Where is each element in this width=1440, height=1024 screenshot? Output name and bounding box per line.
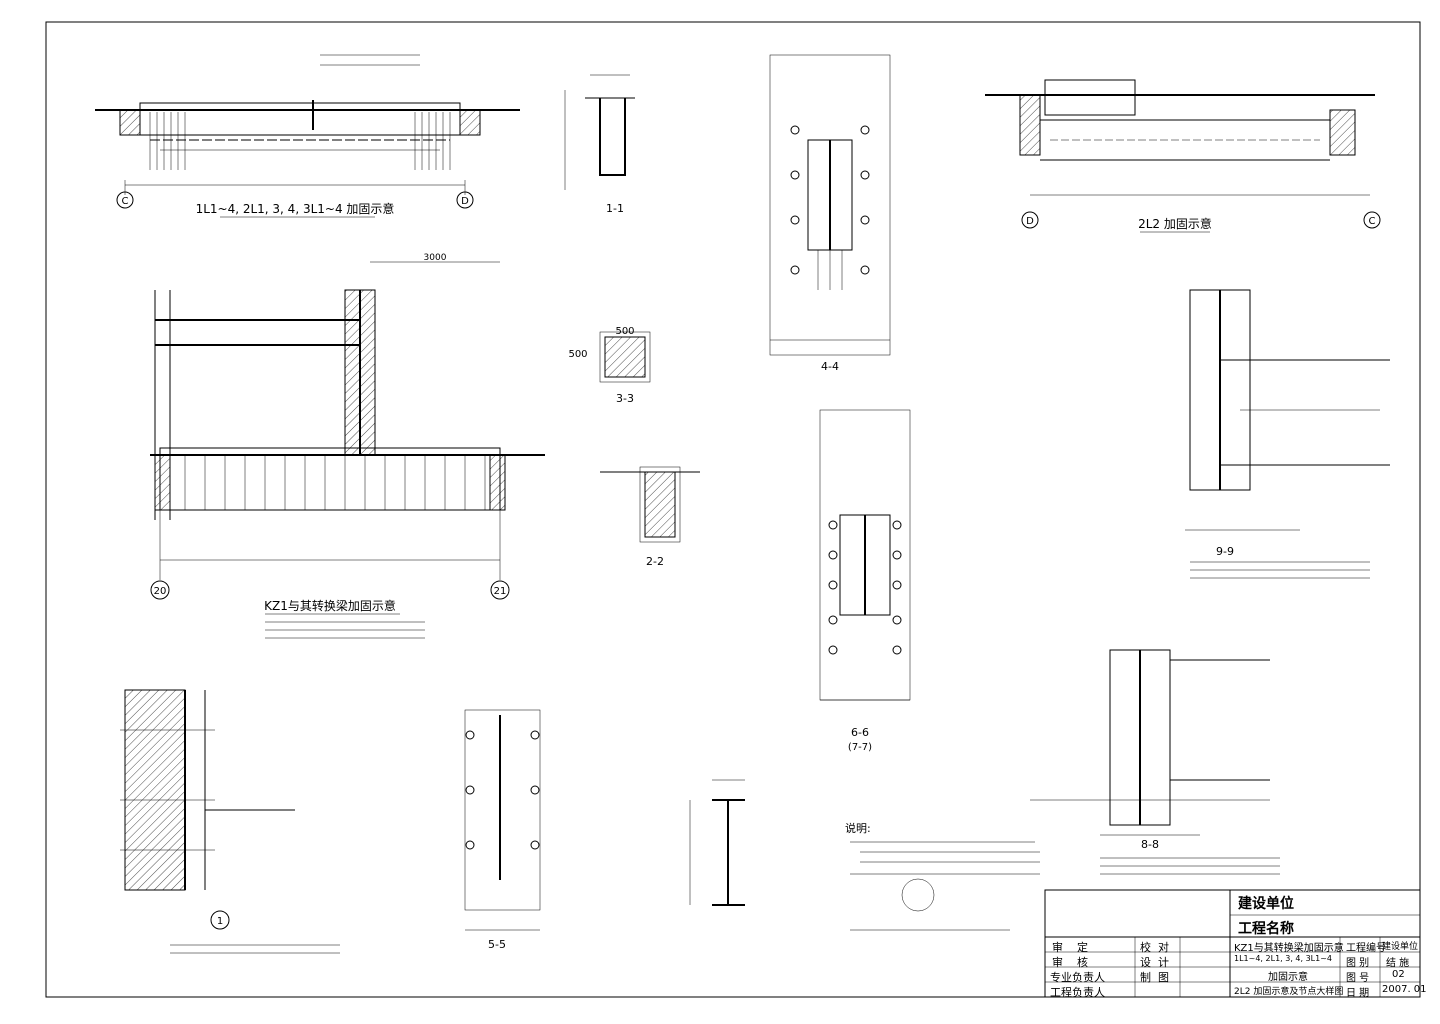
tb-client-unit: 建设单位 [1238,896,1294,912]
tb-r2d: 计 [1158,956,1169,969]
axis-d2-label: D [1026,216,1034,227]
kz1-title: KZ1与其转换梁加固示意 [264,598,396,613]
section-6-sub: (7-7) [848,742,872,753]
tb-sheet-type-value: 结 施 [1386,958,1410,969]
detail-1-label: 1 [217,916,223,927]
tb-r2a: 审 [1052,956,1063,969]
section-9-title: 9-9 [1216,545,1234,558]
tb-r1d: 对 [1158,941,1169,954]
beam-plan-1L: C D 1L1~4, 2L1, 3, 4, 3L1~4 加固示意 [95,54,520,218]
tb-project-name: 工程名称 [1238,921,1294,937]
tb-sheet-type-label: 图 别 [1346,958,1370,969]
tb-drawing-title-3: 加固示意 [1268,972,1308,983]
tb-r3d: 图 [1158,971,1169,984]
axis-21-label: 21 [494,586,507,597]
tb-row-2: 审 核 [1052,954,1088,970]
section-2-title: 2-2 [646,555,664,568]
tb-r3c: 制 [1140,971,1151,984]
section-5-title: 5-5 [488,938,506,951]
tb-r4a: 工程负责人 [1050,986,1105,999]
section-8-8: 8-8 [1030,649,1280,875]
title-block [1044,889,1421,998]
i-section-detail [689,779,745,906]
section-1-1: 1-1 [564,74,635,215]
tb-r2b: 核 [1077,956,1088,969]
detail-1: 1 [120,689,340,954]
2l2-title: 2L2 加固示意 [1138,216,1212,231]
s3-dim-h: 500 [568,349,587,360]
tb-row-1-right: 校 对 [1140,939,1169,955]
section-3-3: 500 500 3-3 [568,326,651,405]
tb-drawing-title-1: KZ1与其转换梁加固示意 [1234,943,1344,954]
section-3-title: 3-3 [616,392,634,405]
sheet-border [45,21,1421,998]
tb-drawing-title-2: 1L1~4, 2L1, 3, 4, 3L1~4 [1234,954,1333,963]
s3-dim-w: 500 [615,326,634,337]
beam-plan-2L2: D C 2L2 加固示意 [985,79,1381,233]
axis-c-label: C [122,196,129,207]
beam-plan-title: 1L1~4, 2L1, 3, 4, 3L1~4 加固示意 [196,201,395,216]
axis-d-label: D [461,196,469,207]
tb-r3a: 专业负责人 [1050,971,1105,984]
tb-project-no-label: 工程编号 [1346,943,1386,954]
tb-row-3-right: 制 图 [1140,969,1169,985]
section-6-title: 6-6 [851,726,869,739]
notes-title: 说明: [845,821,871,835]
axis-c2-label: C [1369,216,1376,227]
tb-date-label: 日 期 [1346,988,1370,999]
tb-r2c: 设 [1140,956,1151,969]
axis-20-label: 20 [154,586,167,597]
tb-r1c: 校 [1140,941,1151,954]
tb-client-short: 建设单位 [1382,942,1419,952]
section-5-5: 5-5 [464,709,541,951]
kz1-dim-top: 3000 [424,253,447,263]
section-8-title: 8-8 [1141,838,1159,851]
tb-date-value: 2007. 01 [1382,984,1427,995]
kz1-elevation: 3000 20 21 KZ1与其转换梁加固示意 [150,253,545,639]
tb-row-1: 审 定 [1052,939,1088,955]
notes: 说明: [845,821,1040,931]
section-9-9: 9-9 [1185,289,1390,579]
tb-r1a: 审 [1052,941,1063,954]
section-4-4: 4-4 [769,54,891,373]
section-4-title: 4-4 [821,360,839,373]
tb-row-2-right: 设 计 [1140,954,1169,970]
section-1-title: 1-1 [606,202,624,215]
tb-sheet-no-value: 02 [1392,969,1405,980]
tb-sheet-no-label: 图 号 [1346,973,1370,984]
section-2-2: 2-2 [600,466,700,568]
tb-r1b: 定 [1077,941,1088,954]
tb-drawing-title-4: 2L2 加固示意及节点大样图 [1234,987,1344,997]
section-6-6: 6-6 (7-7) [819,409,911,753]
